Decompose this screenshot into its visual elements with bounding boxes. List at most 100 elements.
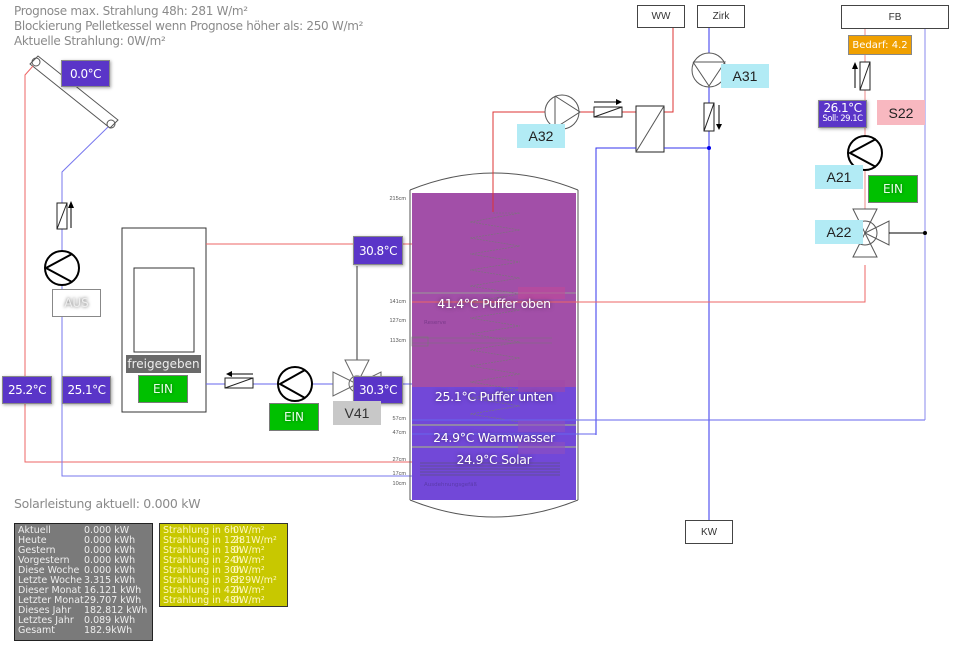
tank-zone-warmwasser: 24.9°C Warmwasser	[433, 430, 555, 445]
stats-row: Letztes Jahr 0.089 kWh	[18, 616, 149, 626]
forecast-key: Strahlung in 30h	[163, 565, 243, 576]
demand-badge: Bedarf: 4.2	[848, 35, 912, 55]
stats-key: Gesamt	[18, 625, 55, 636]
heat-exchanger-icon	[635, 105, 665, 153]
stats-key: Dieses Jahr	[18, 605, 72, 616]
forecast-value: 229W/m²	[233, 575, 277, 586]
pump-a32-icon	[544, 94, 581, 130]
stats-value: 0.089 kWh	[84, 615, 136, 626]
current-radiation-text: Aktuelle Strahlung: 0W/m²	[14, 34, 166, 48]
stats-key: Dieser Monat	[18, 585, 82, 596]
stats-row: Heute 0.000 kWh	[18, 536, 149, 546]
forecast-value: 0W/m²	[233, 595, 265, 606]
boiler-pump-icon	[277, 366, 313, 402]
zirk-check-valve-icon	[703, 102, 722, 132]
pump-a31-label[interactable]: A31	[721, 64, 769, 88]
height-mark: 10cm	[392, 481, 406, 487]
block-rule-text: Blockierung Pelletkessel wenn Prognose h…	[14, 19, 364, 33]
stats-key: Gestern	[18, 545, 56, 556]
height-mark: 47cm	[392, 430, 406, 436]
expansion-label: Ausdehnungsgefäß	[424, 482, 477, 488]
fb-box: FB	[841, 5, 949, 29]
buffer-tank-icon	[409, 172, 579, 518]
stats-row: Diese Woche 0.000 kWh	[18, 566, 149, 576]
stats-key: Letzte Woche	[18, 575, 83, 586]
height-mark: 57cm	[392, 416, 406, 422]
collector-temp-badge: 0.0°C	[61, 60, 110, 87]
stats-key: Aktuell	[18, 525, 51, 536]
stats-key: Heute	[18, 535, 47, 546]
height-mark: 215cm	[389, 196, 406, 202]
stats-value: 0.000 kW	[84, 525, 130, 536]
forecast-key: Strahlung in 6h	[163, 525, 236, 536]
forecast-value: 0W/m²	[233, 555, 265, 566]
reserve-label: Reserve	[424, 320, 447, 326]
forecast-max-text: Prognose max. Strahlung 48h: 281 W/m²	[14, 4, 248, 18]
boiler-flow-temp-badge: 30.8°C	[353, 236, 403, 265]
solar-power-text: Solarleistung aktuell: 0.000 kW	[14, 496, 201, 511]
forecast-value: 0W/m²	[233, 525, 265, 536]
valve-v41-label[interactable]: V41	[333, 401, 381, 425]
stats-value: 0.000 kWh	[84, 535, 136, 546]
zirk-box: Zirk	[697, 5, 745, 28]
forecast-value: 0W/m²	[233, 565, 265, 576]
boiler-status[interactable]: EIN	[138, 375, 188, 403]
height-mark: 141cm	[389, 299, 406, 305]
height-mark: 113cm	[389, 338, 406, 344]
fb-check-valve-icon	[852, 61, 871, 91]
solar-pump-icon	[43, 250, 80, 286]
ww-box: WW	[637, 5, 685, 28]
stats-row: Dieses Jahr 182.812 kWh	[18, 606, 149, 616]
fb-temp-value: 26.1°C	[823, 101, 862, 115]
boiler-return-temp-badge: 30.3°C	[353, 376, 403, 404]
mixing-valve-a22-icon	[852, 208, 890, 258]
stats-value: 0.000 kWh	[84, 545, 136, 556]
valve-a22-label[interactable]: A22	[815, 220, 863, 244]
forecast-key: Strahlung in 42h	[163, 585, 243, 596]
stats-value: 16.121 kWh	[84, 585, 142, 596]
stats-row: Aktuell 0.000 kW	[18, 526, 149, 536]
pump-a32-label[interactable]: A32	[517, 124, 565, 148]
forecast-key: Strahlung in 24h	[163, 555, 243, 566]
fb-pump-status[interactable]: EIN	[868, 175, 918, 203]
forecast-value: 281W/m²	[233, 535, 277, 546]
solar-pump-status[interactable]: AUS	[52, 289, 101, 317]
boiler-state-label: freigegeben	[126, 355, 201, 373]
sensor-s22-badge: S22	[877, 100, 925, 125]
solar-flow-temp-badge: 25.2°C	[2, 376, 52, 404]
stats-key: Diese Woche	[18, 565, 80, 576]
kw-box: KW	[685, 520, 733, 544]
tank-zone-puffer-unten: 25.1°C Puffer unten	[434, 389, 554, 404]
stats-key: Letzter Monat	[18, 595, 84, 606]
stats-value: 182.812 kWh	[84, 605, 148, 616]
forecast-value: 0W/m²	[233, 585, 265, 596]
stats-value: 29.707 kWh	[84, 595, 142, 606]
stats-value: 0.000 kWh	[84, 565, 136, 576]
solar-return-temp-badge: 25.1°C	[62, 376, 111, 404]
dhw-check-valve-icon	[593, 99, 623, 118]
boiler-pump-status[interactable]: EIN	[269, 403, 319, 431]
forecast-key: Strahlung in 12h	[163, 535, 243, 546]
pump-a31-icon	[691, 52, 727, 88]
pump-a21-label[interactable]: A21	[815, 165, 863, 189]
stats-row: Gestern 0.000 kWh	[18, 546, 149, 556]
solar-check-valve-icon	[56, 201, 74, 230]
forecast-value: 0W/m²	[233, 545, 265, 556]
forecast-key: Strahlung in 48h	[163, 595, 243, 606]
fb-temp-badge: 26.1°C Soll: 29.1C	[818, 100, 867, 128]
solar-collector-icon	[29, 55, 119, 129]
tank-zone-puffer-oben: 41.4°C Puffer oben	[437, 296, 551, 311]
stats-key: Letztes Jahr	[18, 615, 74, 626]
stats-value: 3.315 kWh	[84, 575, 136, 586]
height-mark: 27cm	[392, 457, 406, 463]
